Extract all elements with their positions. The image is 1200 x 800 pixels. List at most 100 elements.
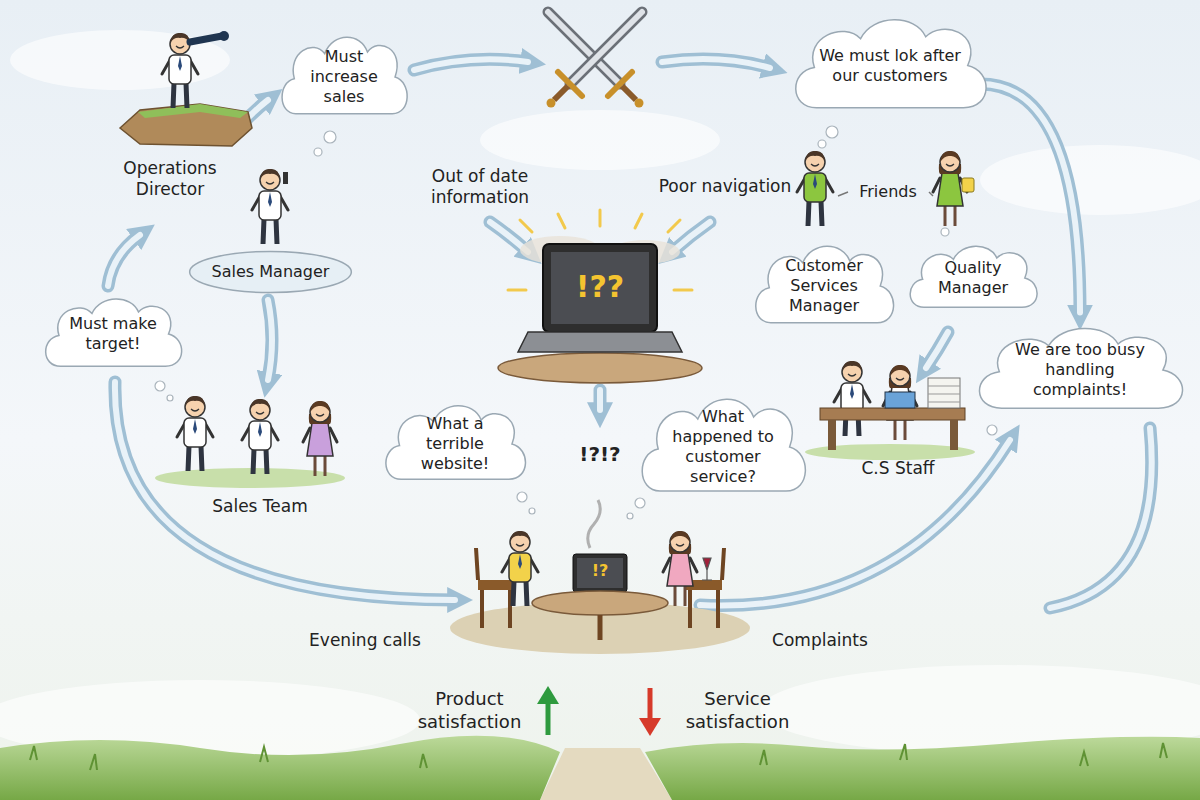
grass-part [0,736,560,800]
friends-figures-part [929,192,933,196]
customers-at-table-part [588,500,601,548]
customers-at-table-part [502,531,538,606]
cloud-shape [979,329,1182,409]
satisfaction-arrows-part [648,688,653,720]
crossed-swords [547,12,644,108]
customers-at-table-part [532,591,668,615]
sales-team-figures-part [242,399,278,474]
crossed-swords-part [622,86,636,100]
flow-arrows [108,59,1152,608]
flow-arrows-part [108,235,140,286]
website-laptop-part-part [599,210,602,226]
thought-bubbles-part [826,126,838,138]
customer-service-desk-part [885,392,915,408]
flow-arrows-part [115,382,455,600]
cloud-shape [386,406,526,479]
cloud-shape [756,246,894,322]
friends-figures-part [838,192,848,196]
thought-cloud: We are too busy handling complaints! [968,318,1192,422]
text-area: Must increase sales [296,47,392,107]
sky-clouds-part [480,110,720,170]
annotation-label: Complaints [755,630,885,651]
flow-arrows-part [108,235,140,286]
website-laptop-part-part [674,289,692,292]
website-laptop-part-part [668,220,680,232]
ellipse-shape [190,251,352,292]
thought-bubbles-part [941,228,949,236]
annotation-label: Sales Team [195,496,325,517]
flow-arrows-part [414,59,528,70]
annotation-label: !? [577,561,623,581]
customers-at-table [450,500,750,654]
flow-arrows-part [268,300,272,380]
thought-bubbles-part [155,381,165,391]
node-text: What a terrible website! [401,414,509,474]
flow-arrows-part [414,59,528,70]
satisfaction-arrows-part [537,686,559,704]
customers-at-table-part [663,531,697,606]
flow-arrows-part [268,300,272,380]
crossed-swords-part [547,99,556,108]
node-text: Must increase sales [296,47,392,107]
customers-at-table-part [702,558,712,580]
grass [0,736,1200,800]
flow-arrows-part [926,332,948,368]
annotation-label: Friends [846,182,930,202]
annotation-label: Evening calls [290,630,440,651]
cloud-shape [642,399,805,491]
grass-part [645,737,1200,800]
annotation-label: Out of date information [405,166,555,209]
customers-at-table-part [573,554,627,592]
customer-service-desk-part [950,420,958,450]
cloud-shape [910,246,1037,307]
thought-bubbles-part [818,140,826,148]
cloud-shape [282,37,407,113]
cloud-shape [46,299,182,366]
grass-part [30,743,1167,770]
sky-clouds-part [10,30,230,90]
annotation-label: !?!? [556,442,644,467]
crossed-swords-part [554,86,568,100]
text-area: What a terrible website! [401,414,509,474]
node-text: Quality Manager [924,258,1022,298]
flow-arrows-part [926,332,948,368]
text-area: What happened to customer service? [660,407,786,487]
operations-director-figure-part [190,36,222,42]
operations-director-figure [162,31,229,108]
annotation-label: C.S Staff [846,458,950,479]
thought-bubbles-part [529,508,535,514]
customer-service-desk-part [928,378,960,408]
customer-service-desk [805,361,975,460]
node-text: Must make target! [61,314,165,354]
customers-at-table-part [478,580,514,590]
thought-bubbles-part [314,148,322,156]
satisfaction-arrows [537,686,661,736]
friends-figures [797,151,974,226]
cliff-part [120,104,252,146]
website-laptop-part-part [520,220,532,232]
website-laptop-part-part [635,214,642,228]
crossed-swords-part [635,99,644,108]
thought-cloud: What a terrible website! [378,396,532,492]
annotation-label: Service satisfaction [670,688,805,733]
customer-service-desk-part [828,420,836,450]
role-ellipse: Sales Manager [188,250,353,294]
customers-at-table-part [690,548,724,628]
thought-cloud: Customer Services Manager [748,236,900,336]
sales-team-figures [155,396,345,488]
text-area: Customer Services Manager [771,256,877,316]
flow-arrows-part [662,59,770,68]
sales-team-figures-part [177,396,213,471]
website-laptop-part [518,332,682,352]
customers-at-table-part [476,548,510,628]
annotation-label: Operations Director [95,158,245,201]
node-text: Customer Services Manager [771,256,877,316]
cliff [120,104,252,146]
cliff-part [138,104,248,118]
website-laptop-part-part [558,214,565,228]
sky-clouds [0,30,1200,760]
friends-figures-part [797,151,833,226]
website-laptop-part [551,252,649,324]
sales-manager-figure [252,169,288,244]
